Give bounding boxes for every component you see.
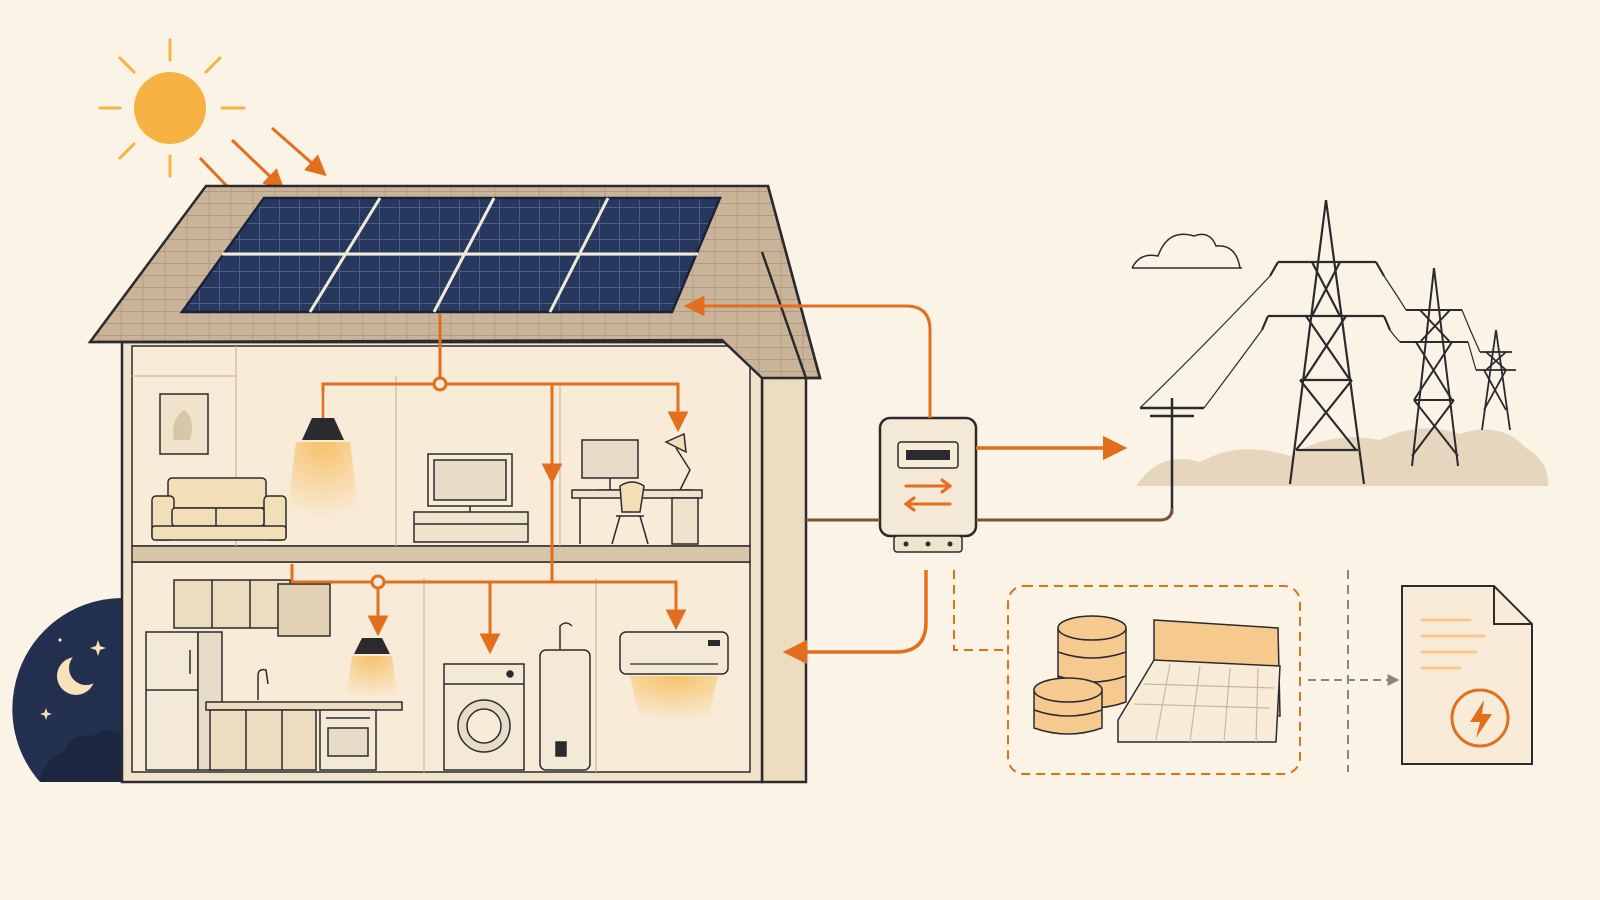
hills xyxy=(1136,428,1549,486)
sun-icon xyxy=(98,38,246,178)
wall-picture-icon xyxy=(159,393,209,455)
lamp-icon xyxy=(346,638,398,700)
water-heater-icon xyxy=(539,622,591,771)
moon-icon xyxy=(57,651,103,695)
power-pylon-icon xyxy=(1476,329,1516,431)
savings-box xyxy=(953,570,1301,775)
flow-roof-to-house xyxy=(321,314,689,582)
lamp-icon xyxy=(286,392,360,520)
chair-icon xyxy=(611,481,649,545)
flow-lower-floor xyxy=(290,564,687,655)
tv-icon xyxy=(427,453,513,512)
flow-meter-to-roof xyxy=(683,295,932,418)
oven-icon xyxy=(319,709,377,771)
power-pylon-icon xyxy=(1400,267,1468,467)
sink-icon xyxy=(257,668,269,700)
washing-machine-icon xyxy=(443,663,525,771)
power-pylon-icon xyxy=(1260,199,1392,485)
calendar-icon xyxy=(1117,619,1281,743)
star-icon xyxy=(40,708,52,720)
wires xyxy=(806,507,1174,522)
coins-icon xyxy=(1033,615,1127,735)
dashed-divider xyxy=(1308,570,1400,772)
power-lines xyxy=(1139,275,1481,409)
utility-pole-icon xyxy=(1140,398,1204,514)
lightning-icon xyxy=(1450,688,1510,748)
bill-document-icon xyxy=(1401,585,1533,765)
cloud-icon xyxy=(1131,233,1242,269)
smart-meter-icon xyxy=(878,416,978,553)
flow-meter-to-house xyxy=(782,570,928,665)
exchange-arrows-icon xyxy=(903,478,953,512)
night-sky xyxy=(12,598,123,782)
kitchen-counter-icon xyxy=(205,701,403,771)
tv-stand-icon xyxy=(413,511,529,543)
kitchen-cabinet-icon xyxy=(173,579,331,637)
sofa-icon xyxy=(151,477,287,541)
solar-panel-icon xyxy=(179,196,722,314)
air-conditioner-icon xyxy=(619,631,729,722)
fridge-icon xyxy=(145,631,223,771)
floor-slab xyxy=(131,545,751,563)
star-icon xyxy=(90,640,106,656)
